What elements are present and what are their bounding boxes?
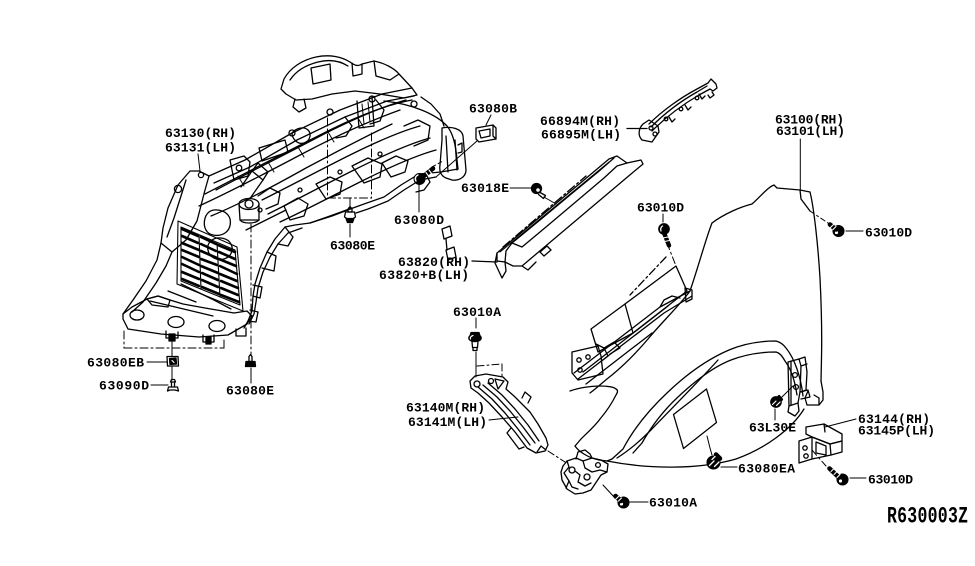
svg-text:63144(RH): 63144(RH) — [858, 412, 930, 427]
svg-text:63141M(LH): 63141M(LH) — [408, 415, 487, 430]
svg-text:63101(LH): 63101(LH) — [776, 124, 845, 139]
svg-text:63130(RH): 63130(RH) — [165, 126, 236, 141]
svg-text:63090D: 63090D — [99, 379, 149, 394]
svg-text:63010D: 63010D — [868, 473, 913, 488]
svg-text:63010D: 63010D — [637, 201, 684, 216]
svg-text:63131(LH): 63131(LH) — [165, 141, 236, 156]
svg-text:63820+B(LH): 63820+B(LH) — [379, 268, 469, 283]
svg-text:63080E: 63080E — [226, 384, 274, 399]
svg-text:66894M(RH): 66894M(RH) — [540, 114, 620, 129]
svg-text:63080E: 63080E — [330, 239, 375, 254]
svg-text:63080EA: 63080EA — [738, 462, 795, 477]
svg-text:63820(RH): 63820(RH) — [398, 255, 470, 270]
svg-text:63080EB: 63080EB — [87, 356, 144, 371]
svg-text:63010A: 63010A — [649, 496, 697, 511]
svg-text:63140M(RH): 63140M(RH) — [406, 401, 485, 416]
svg-text:66895M(LH): 66895M(LH) — [541, 128, 621, 143]
svg-text:63L30E: 63L30E — [749, 421, 796, 436]
svg-text:63080D: 63080D — [394, 213, 444, 228]
svg-text:R630003Z: R630003Z — [887, 504, 968, 531]
svg-text:63010A: 63010A — [453, 305, 501, 320]
svg-text:63100(RH): 63100(RH) — [775, 113, 844, 128]
svg-text:63018E: 63018E — [461, 181, 509, 196]
svg-text:63010D: 63010D — [865, 226, 912, 241]
svg-text:63145P(LH): 63145P(LH) — [858, 424, 935, 439]
svg-text:63080B: 63080B — [469, 102, 517, 117]
